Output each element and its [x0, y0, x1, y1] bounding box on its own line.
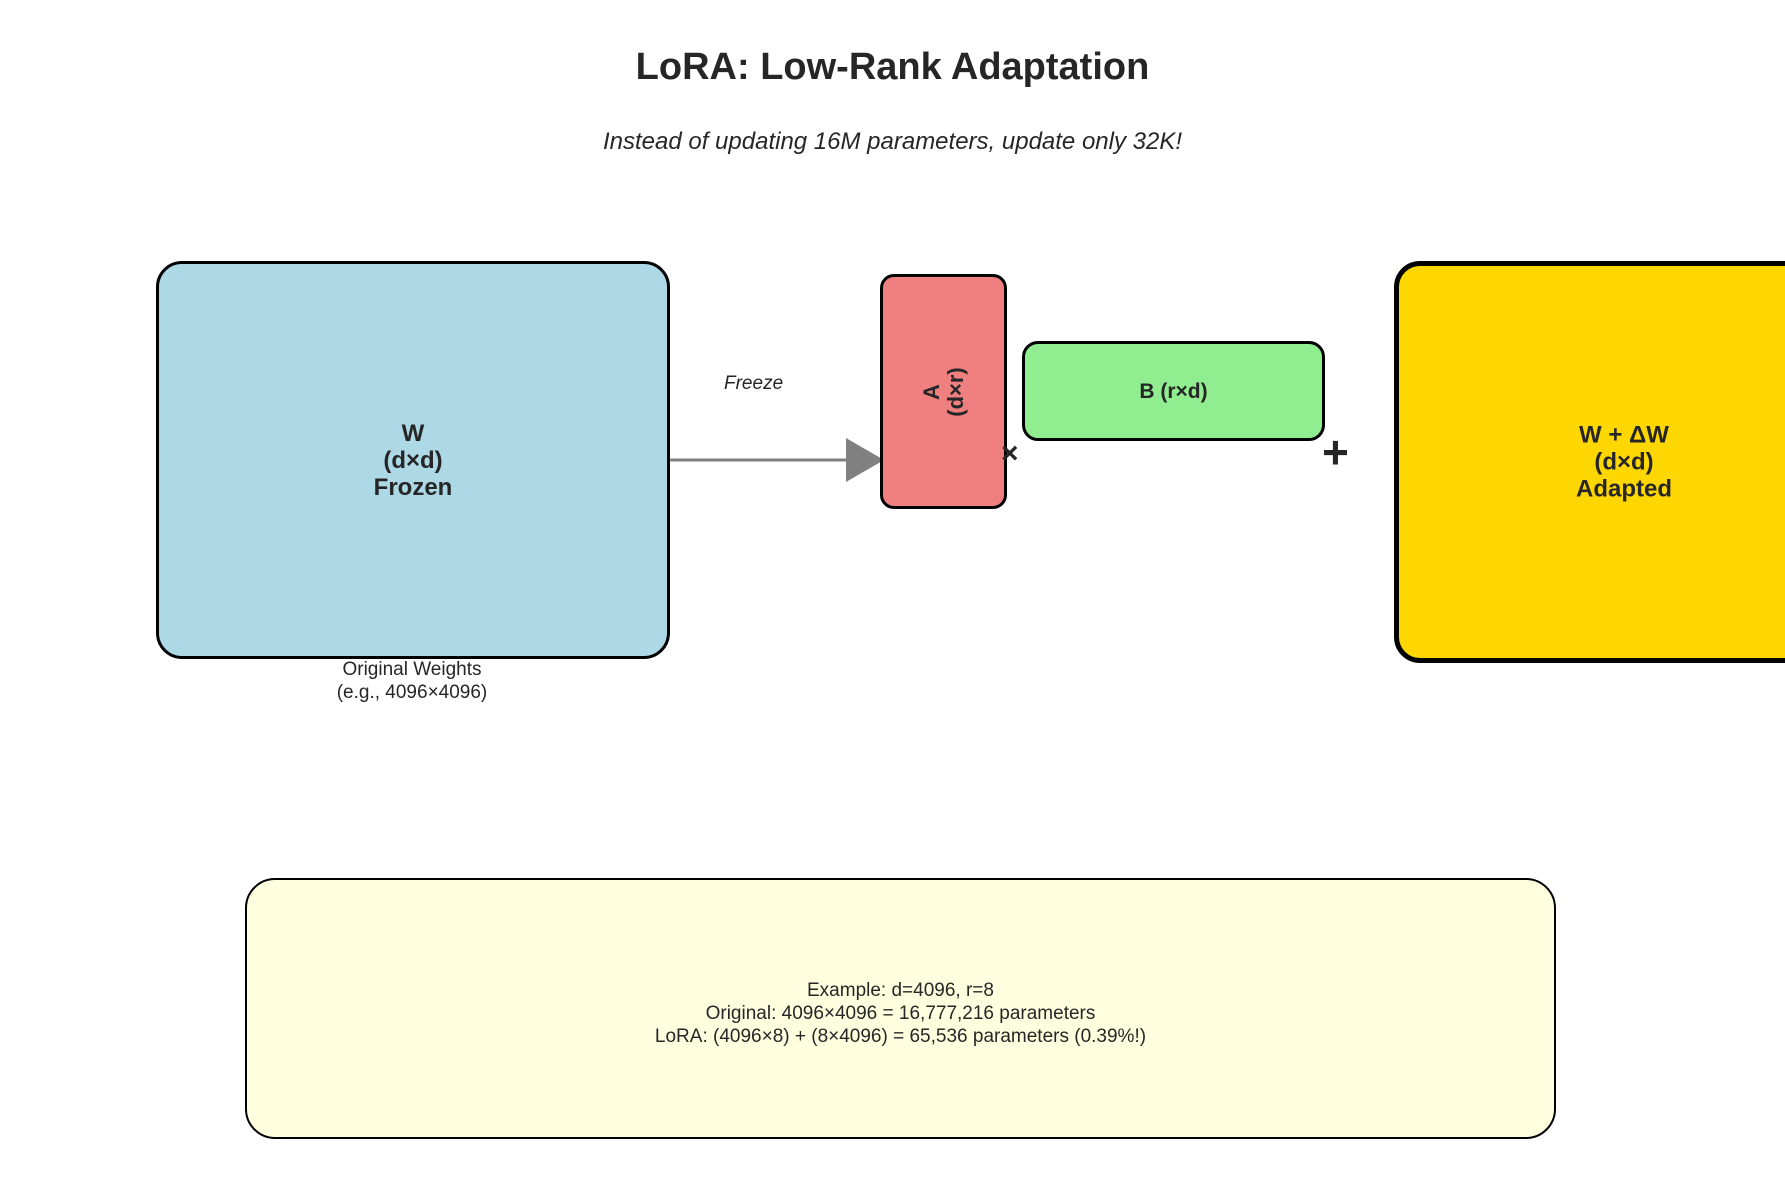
out-box-line: (d×d)	[1594, 448, 1654, 476]
caption-line: Original Weights	[342, 659, 482, 680]
diagram-subtitle: Instead of updating 16M parameters, upda…	[602, 128, 1183, 155]
a-box-line: A	[918, 383, 944, 400]
frozen-weights-box: W (d×d) Frozen	[156, 261, 670, 659]
a-box-line: (d×r)	[942, 366, 968, 417]
example-note-text: Example: d=4096, r=8 Original: 4096×4096…	[655, 979, 1146, 1048]
adapted-weights-box: W + ΔW (d×d) Adapted	[1394, 261, 1785, 663]
w-box-line: Frozen	[373, 473, 453, 501]
multiply-symbol: ×	[1001, 437, 1019, 470]
arrow-head	[846, 438, 884, 482]
frozen-weights-label: W (d×d) Frozen	[374, 420, 453, 501]
freeze-label: Freeze	[724, 373, 784, 394]
out-box-line: W + ΔW	[1579, 421, 1669, 449]
diagram-title: LoRA: Low-Rank Adaptation	[635, 46, 1150, 88]
matrix-b-label: B (r×d)	[1139, 379, 1208, 403]
note-line: Original: 4096×4096 = 16,777,216 paramet…	[705, 1003, 1096, 1024]
w-box-line: (d×d)	[383, 446, 443, 474]
adapted-weights-label: W + ΔW (d×d) Adapted	[1539, 422, 1709, 503]
example-note-box: Example: d=4096, r=8 Original: 4096×4096…	[245, 878, 1556, 1139]
original-weights-caption: Original Weights (e.g., 4096×4096)	[280, 658, 544, 704]
matrix-b-box: B (r×d)	[1022, 341, 1325, 441]
w-box-line: W	[401, 419, 425, 447]
out-box-line: Adapted	[1576, 475, 1672, 503]
note-line: LoRA: (4096×8) + (8×4096) = 65,536 param…	[654, 1026, 1147, 1047]
matrix-a-label: A (d×r)	[918, 366, 968, 417]
caption-line: (e.g., 4096×4096)	[336, 682, 488, 703]
matrix-a-box: A (d×r)	[880, 274, 1007, 509]
note-line: Example: d=4096, r=8	[807, 980, 994, 1001]
plus-symbol: +	[1322, 426, 1349, 478]
